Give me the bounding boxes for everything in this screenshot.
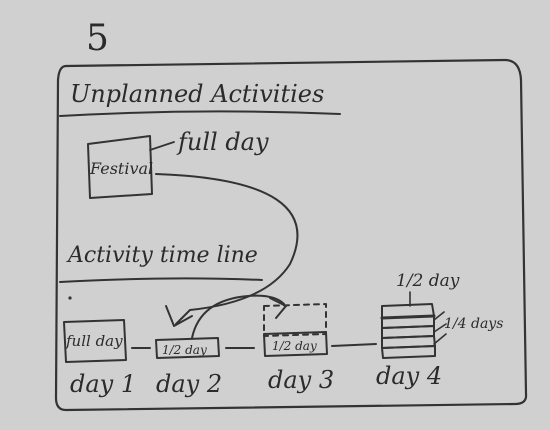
day-4-stack-row-4 <box>381 345 436 359</box>
outer-frame <box>54 58 528 412</box>
full-day-connector <box>149 141 175 151</box>
day-2-box <box>155 337 220 359</box>
sketch-dot <box>68 296 72 300</box>
day-4-quarter-days-label: 1/4 days <box>444 316 503 332</box>
festival-label: Festival <box>89 159 153 178</box>
festival-full-day-label: full day <box>176 128 269 156</box>
day-1-label: day 1 <box>70 370 136 398</box>
unplanned-underline <box>59 110 341 117</box>
festival-box <box>87 135 153 199</box>
move-arrow-head <box>165 305 193 327</box>
unplanned-title: Unplanned Activities <box>70 80 324 108</box>
move-arrow-to-day-2 <box>155 173 299 325</box>
day-3-box-label: 1/2 day <box>272 339 317 353</box>
day-3-label: day 3 <box>268 366 334 394</box>
page-number: 5 <box>86 18 109 59</box>
timeline-title: Activity time line <box>66 243 258 268</box>
timeline-underline <box>59 277 263 283</box>
day-2-loop-arrow <box>191 294 285 339</box>
day-2-box-label: 1/2 day <box>162 343 207 357</box>
quarter-pointer-3 <box>433 333 447 345</box>
day-1-box-label: full day <box>65 332 123 350</box>
day-2-label: day 2 <box>156 370 222 398</box>
quarter-pointer-1 <box>433 311 445 321</box>
connector-day3-day4 <box>331 343 377 347</box>
quarter-pointer-2 <box>433 323 447 333</box>
day-4-half-day-label: 1/2 day <box>396 271 460 291</box>
day-1-box <box>63 319 127 363</box>
day-3-box <box>263 331 328 357</box>
day-4-label: day 4 <box>376 362 442 390</box>
day-4-stack-thick-line <box>380 314 436 320</box>
